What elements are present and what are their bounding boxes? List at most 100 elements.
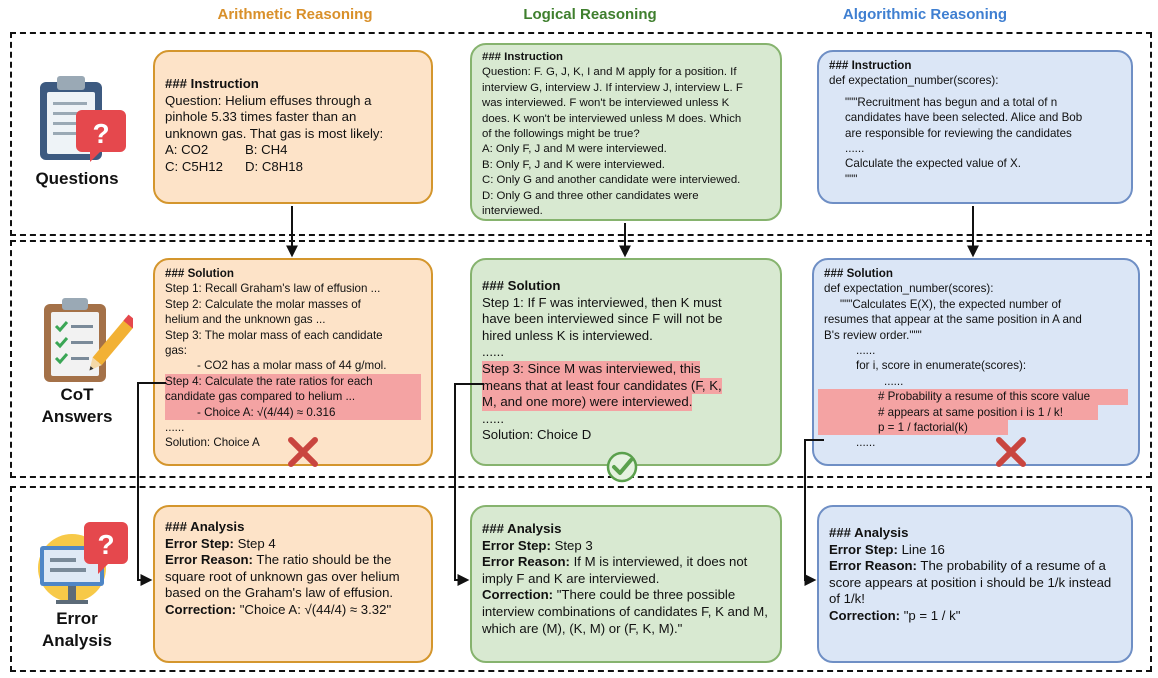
arithmetic-solution-line: gas: [165, 344, 187, 358]
svg-text:?: ? [92, 118, 109, 149]
algorithmic-solution-ellipsis: ...... [884, 374, 904, 388]
arithmetic-instruction-card: ### Instruction Question: Helium effuses… [153, 50, 433, 204]
arithmetic-question-line: unknown gas. That gas is most likely: [165, 125, 384, 141]
logical-error-highlight: M, and one more) were interviewed. [482, 394, 693, 411]
algorithmic-docstring-line: """ [845, 172, 858, 186]
logical-question-line: was interviewed. F won't be interviewed … [482, 97, 730, 110]
arrow-arithmetic-error-to-analysis [137, 382, 166, 586]
logical-error-step-value: Step 3 [554, 537, 593, 553]
arithmetic-error-highlight: candidate gas compared to helium ... [165, 389, 421, 405]
arithmetic-error-highlight: Step 4: Calculate the rate ratios for ea… [165, 373, 421, 390]
arithmetic-question-line: pinhole 5.33 times faster than an [165, 109, 357, 125]
logical-solution-line: have been interviewed since F will not b… [482, 311, 723, 327]
logical-solution-final: Solution: Choice D [482, 427, 592, 443]
arithmetic-correction-text: "Choice A: √(44/4) ≈ 3.32" [239, 601, 392, 617]
logical-solution-line: hired unless K is interviewed. [482, 327, 653, 343]
arrow-algorithmic-error-to-analysis [804, 439, 824, 586]
arithmetic-error-step-label: Error Step: [165, 535, 234, 551]
logical-correction-text: "There could be three possible interview… [482, 587, 768, 636]
arithmetic-option-d: D: C8H18 [245, 158, 303, 174]
logical-solution-line: Step 1: If F was interviewed, then K mus… [482, 294, 722, 310]
arithmetic-error-reason-text: The ratio should be the square root of u… [165, 552, 400, 601]
row-label-cot-answers: CoT Answers [22, 384, 132, 428]
algorithmic-analysis-card: ### Analysis Error Step: Line 16 Error R… [817, 505, 1133, 663]
algorithmic-instruction-heading: ### Instruction [829, 59, 912, 72]
algorithmic-error-highlight: # Probability a resume of this score val… [818, 389, 1128, 405]
algorithmic-error-highlight: # appears at same position i is 1 / k! [818, 404, 1098, 421]
arithmetic-error-reason-label: Error Reason: [165, 552, 253, 568]
arrow-logical-error-to-analysis [454, 383, 484, 586]
logical-option: A: Only F, J and M were interviewed. [482, 143, 667, 156]
logical-option: B: Only F, J and K were interviewed. [482, 158, 665, 171]
error-analysis-row-band [10, 486, 1152, 672]
algorithmic-correction-text: "p = 1 / k" [903, 607, 961, 623]
logical-option: C: Only G and another candidate were int… [482, 174, 741, 187]
algorithmic-solution-for: for i, score in enumerate(scores): [856, 359, 1027, 373]
logical-question-line: Question: F. G, J, K, I and M apply for … [482, 66, 737, 79]
algorithmic-solution-doc: B's review order.""" [824, 328, 922, 342]
logical-analysis-heading: ### Analysis [482, 521, 562, 536]
row-label-error-line1: Error [56, 609, 98, 628]
algorithmic-error-step-label: Error Step: [829, 541, 898, 557]
algorithmic-error-highlight: p = 1 / factorial(k) [818, 420, 1008, 436]
arithmetic-question-line: Question: Helium effuses through a [165, 92, 372, 108]
algorithmic-def-line: def expectation_number(scores): [829, 74, 999, 88]
wrong-cross-icon [996, 437, 1026, 467]
logical-error-reason-label: Error Reason: [482, 554, 570, 570]
row-label-cot-line1: CoT [60, 385, 94, 404]
logical-option: interviewed. [482, 205, 543, 218]
column-title-arithmetic: Arithmetic Reasoning [217, 6, 373, 23]
logical-correction-label: Correction: [482, 587, 554, 603]
algorithmic-solution-doc: resumes that appear at the same position… [824, 313, 1082, 327]
logical-question-line: of the followings might be true? [482, 128, 640, 141]
logical-error-reason-text: If M is interviewed, it does not imply F… [482, 554, 748, 586]
row-label-questions: Questions [35, 169, 119, 188]
arithmetic-option-b: B: CH4 [245, 142, 288, 158]
svg-text:?: ? [97, 529, 114, 560]
algorithmic-error-reason-text: The probability of a resume of a score a… [829, 558, 1112, 607]
logical-solution-heading: ### Solution [482, 278, 561, 293]
arithmetic-solution-card: ### Solution Step 1: Recall Graham's law… [153, 258, 433, 466]
algorithmic-instruction-card: ### Instruction def expectation_number(s… [817, 50, 1133, 204]
logical-instruction-heading: ### Instruction [482, 51, 564, 63]
algorithmic-docstring-line: Calculate the expected value of X. [845, 157, 1021, 171]
algorithmic-error-step-value: Line 16 [901, 541, 945, 557]
logical-instruction-card: ### Instruction Question: F. G, J, K, I … [470, 43, 782, 221]
algorithmic-solution-def: def expectation_number(scores): [824, 282, 994, 296]
arithmetic-solution-line: Step 2: Calculate the molar masses of [165, 297, 361, 311]
clipboard-checklist-icon [44, 298, 133, 382]
algorithmic-correction-label: Correction: [829, 607, 901, 623]
logical-error-highlight: Step 3: Since M was interviewed, this [482, 360, 701, 378]
arithmetic-analysis-heading: ### Analysis [165, 519, 245, 534]
algorithmic-docstring-line: ...... [845, 142, 865, 156]
presentation-board-question-icon: ? [38, 522, 128, 604]
row-label-error-line2: Analysis [42, 631, 112, 650]
logical-solution-line: ...... [482, 344, 504, 360]
logical-question-line: does. K won't be interviewed unless M do… [482, 112, 742, 125]
wrong-cross-icon [288, 437, 318, 467]
logical-solution-ellipsis: ...... [482, 410, 504, 426]
logical-error-highlight: means that at least four candidates (F, … [482, 377, 722, 395]
algorithmic-solution-ellipsis: ...... [856, 436, 876, 450]
logical-question-line: interview G, interview J. If interview J… [482, 81, 743, 94]
algorithmic-solution-card: ### Solution def expectation_number(scor… [812, 258, 1140, 466]
algorithmic-docstring-line: candidates have been selected. Alice and… [845, 111, 1083, 125]
arithmetic-solution-ellipsis: ...... [165, 421, 185, 435]
algorithmic-docstring-line: """Recruitment has begun and a total of … [845, 95, 1058, 109]
column-title-logical: Logical Reasoning [523, 6, 657, 23]
arithmetic-solution-line: Step 3: The molar mass of each candidate [165, 328, 383, 342]
logical-error-step-label: Error Step: [482, 537, 551, 553]
arithmetic-solution-heading: ### Solution [165, 267, 234, 280]
correct-check-icon [606, 451, 638, 483]
arithmetic-correction-label: Correction: [165, 601, 237, 617]
cot-answers-row-band [10, 240, 1152, 478]
algorithmic-solution-doc: """Calculates E(X), the expected number … [840, 297, 1062, 311]
algorithmic-solution-ellipsis: ...... [856, 344, 876, 358]
arithmetic-error-highlight: - Choice A: √(4/44) ≈ 0.316 [165, 404, 421, 421]
arithmetic-error-step-value: Step 4 [237, 535, 276, 551]
clipboard-question-icon: ? [40, 76, 126, 162]
row-label-cot-line2: Answers [41, 407, 113, 426]
arithmetic-solution-line: Step 1: Recall Graham's law of effusion … [165, 282, 381, 296]
algorithmic-solution-heading: ### Solution [824, 267, 893, 280]
